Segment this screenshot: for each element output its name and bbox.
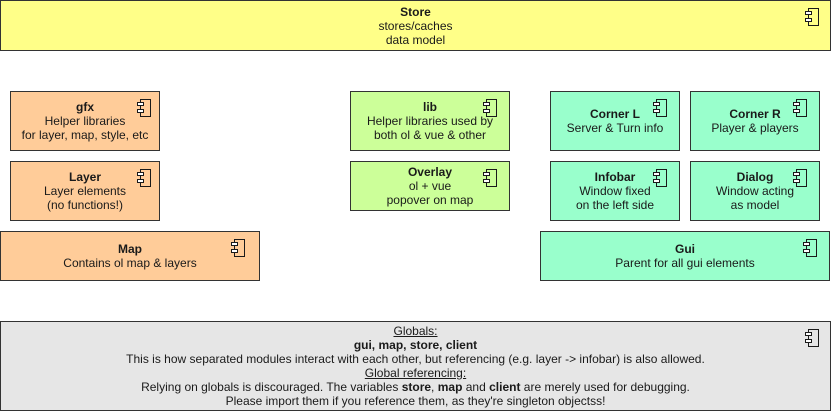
- ref-pre-text: Relying on globals is discouraged. The v…: [141, 380, 402, 394]
- lib-line-1: Helper libraries used by: [366, 114, 494, 128]
- store-box: Store stores/caches data model: [0, 0, 831, 51]
- overlay-title: Overlay: [407, 165, 453, 179]
- map-title: Map: [118, 242, 142, 256]
- globals-heading: Globals:: [393, 324, 438, 338]
- infobar-line-2: on the left side: [575, 198, 655, 212]
- globals-names: gui, map, store, client: [353, 338, 478, 352]
- ref-post-text: are merely used for debugging.: [520, 380, 690, 394]
- lib-box: lib Helper libraries used by both ol & v…: [350, 91, 510, 151]
- overlay-line-2: popover on map: [386, 193, 474, 207]
- layer-box: Layer Layer elements (no functions!): [10, 161, 160, 221]
- dialog-box: Dialog Window acting as model: [690, 161, 820, 221]
- lib-title: lib: [423, 100, 437, 114]
- component-icon: [231, 239, 245, 257]
- ref-and-text: and: [462, 380, 490, 394]
- corner-l-box: Corner L Server & Turn info: [550, 91, 680, 151]
- globals-box: Globals: gui, map, store, client This is…: [0, 321, 831, 411]
- overlay-box: Overlay ol + vue popover on map: [350, 161, 510, 211]
- component-icon: [653, 169, 667, 187]
- dialog-line-1: Window acting: [715, 184, 795, 198]
- ref-sep-text: ,: [431, 380, 438, 394]
- store-title: Store: [400, 4, 431, 19]
- corner-r-box: Corner R Player & players: [690, 91, 820, 151]
- component-icon: [137, 169, 151, 187]
- infobar-box: Infobar Window fixed on the left side: [550, 161, 680, 221]
- component-icon: [805, 329, 819, 347]
- layer-title: Layer: [68, 170, 102, 184]
- ref-client-name: client: [489, 380, 521, 394]
- component-icon: [483, 99, 497, 117]
- store-line-2: data model: [385, 32, 446, 47]
- lib-line-2: both ol & vue & other: [373, 128, 487, 142]
- globals-description: This is how separated modules interact w…: [126, 352, 705, 366]
- component-icon: [137, 99, 151, 117]
- map-line-1: Contains ol map & layers: [63, 256, 197, 270]
- gui-title: Gui: [675, 242, 695, 256]
- ref-map-name: map: [437, 380, 463, 394]
- gfx-box: gfx Helper libraries for layer, map, sty…: [10, 91, 160, 151]
- dialog-title: Dialog: [736, 170, 774, 184]
- gui-box: Gui Parent for all gui elements: [540, 231, 830, 281]
- ref-store-name: store: [401, 380, 432, 394]
- dialog-line-2: as model: [730, 198, 780, 212]
- component-icon: [803, 239, 817, 257]
- corner-l-title: Corner L: [589, 107, 640, 121]
- gfx-line-2: for layer, map, style, etc: [21, 128, 149, 142]
- infobar-title: Infobar: [594, 170, 636, 184]
- component-icon: [805, 8, 819, 26]
- corner-r-line-1: Player & players: [711, 121, 799, 135]
- infobar-line-1: Window fixed: [579, 184, 651, 198]
- component-icon: [793, 169, 807, 187]
- gfx-title: gfx: [76, 100, 94, 114]
- store-line-1: stores/caches: [378, 18, 453, 33]
- component-icon: [793, 99, 807, 117]
- corner-r-title: Corner R: [729, 107, 781, 121]
- global-referencing-line-2: Please import them if you reference them…: [225, 394, 606, 408]
- map-box: Map Contains ol map & layers: [0, 231, 260, 281]
- layer-line-2: (no functions!): [46, 198, 124, 212]
- gfx-line-1: Helper libraries: [44, 114, 126, 128]
- gui-line-1: Parent for all gui elements: [615, 256, 755, 270]
- overlay-line-1: ol + vue: [408, 179, 452, 193]
- component-icon: [653, 99, 667, 117]
- global-referencing-line-1: Relying on globals is discouraged. The v…: [141, 380, 690, 394]
- global-referencing-heading: Global referencing:: [364, 366, 467, 380]
- component-icon: [483, 169, 497, 187]
- corner-l-line-1: Server & Turn info: [566, 121, 664, 135]
- layer-line-1: Layer elements: [43, 184, 127, 198]
